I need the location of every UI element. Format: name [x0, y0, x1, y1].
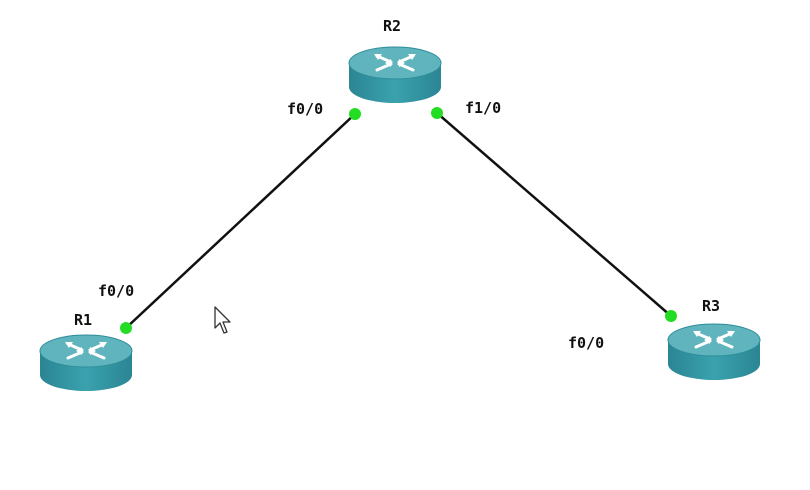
router-name-r2: R2 — [383, 17, 402, 35]
port-label-r1-f0-0: f0/0 — [98, 282, 135, 300]
mouse-pointer-icon — [214, 306, 231, 334]
port-dot-r2-f1-0[interactable] — [431, 107, 443, 119]
link-r2-r3[interactable] — [436, 112, 672, 317]
router-icon — [666, 320, 762, 384]
link-r2-r1[interactable] — [125, 113, 356, 329]
port-dot-r3-f0-0[interactable] — [665, 310, 677, 322]
router-name-r1: R1 — [74, 311, 93, 329]
router-r2[interactable] — [347, 43, 443, 107]
port-dot-r2-f0-0[interactable] — [349, 108, 361, 120]
port-dot-r1-f0-0[interactable] — [120, 322, 132, 334]
router-r1[interactable] — [38, 331, 134, 395]
port-label-r2-f1-0: f1/0 — [465, 99, 502, 117]
router-icon — [38, 331, 134, 395]
router-r3[interactable] — [666, 320, 762, 384]
port-label-r2-f0-0: f0/0 — [287, 100, 324, 118]
router-name-r3: R3 — [702, 297, 721, 315]
port-label-r3-f0-0: f0/0 — [568, 334, 605, 352]
router-icon — [347, 43, 443, 107]
